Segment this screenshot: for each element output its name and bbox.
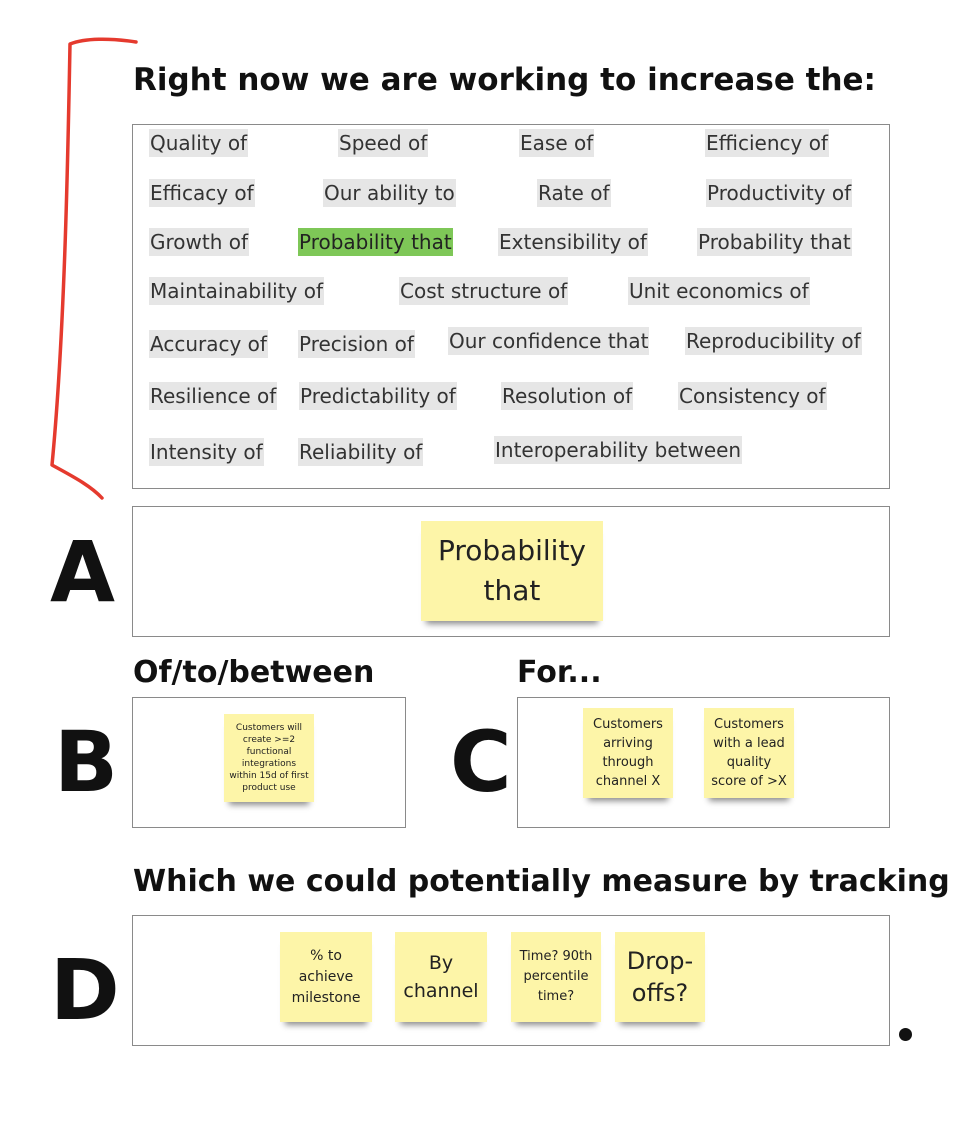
section-d-heading: Which we could potentially measure by tr… <box>133 864 950 899</box>
section-letter-d: D <box>50 941 120 1039</box>
option-chip[interactable]: Efficacy of <box>149 179 255 207</box>
option-chip[interactable]: Reliability of <box>298 438 424 466</box>
option-chip[interactable]: Intensity of <box>149 438 264 466</box>
option-chip[interactable]: Interoperability between <box>494 436 743 464</box>
option-chip[interactable]: Efficiency of <box>705 129 829 157</box>
option-chip[interactable]: Reproducibility of <box>685 327 862 355</box>
section-letter-a: A <box>50 523 116 621</box>
section-letter-b: B <box>54 713 119 811</box>
section-b-heading: Of/to/between <box>133 655 375 690</box>
option-chip[interactable]: Consistency of <box>678 382 827 410</box>
option-chip[interactable]: Resilience of <box>149 382 278 410</box>
option-chip[interactable]: Predictability of <box>299 382 457 410</box>
option-chip-selected[interactable]: Probability that <box>298 228 453 256</box>
option-chip[interactable]: Speed of <box>338 129 429 157</box>
option-chip[interactable]: Productivity of <box>706 179 853 207</box>
option-chip[interactable]: Precision of <box>298 330 415 358</box>
option-chip[interactable]: Probability that <box>697 228 852 256</box>
period-dot <box>899 1028 912 1041</box>
option-chip[interactable]: Growth of <box>149 228 250 256</box>
sticky-note[interactable]: % to achieve milestone <box>280 932 372 1022</box>
section-c-heading: For... <box>517 655 602 690</box>
option-chip[interactable]: Unit economics of <box>628 277 810 305</box>
option-chip[interactable]: Rate of <box>537 179 611 207</box>
sticky-note[interactable]: Customers with a lead quality score of >… <box>704 708 794 798</box>
sticky-note[interactable]: By channel <box>395 932 487 1022</box>
page-title: Right now we are working to increase the… <box>133 62 876 98</box>
option-chip[interactable]: Cost structure of <box>399 277 569 305</box>
sticky-note[interactable]: Customers arriving through channel X <box>583 708 673 798</box>
sticky-note[interactable]: Time? 90th percentile time? <box>511 932 601 1022</box>
section-letter-c: C <box>450 713 512 811</box>
options-frame: Quality of Speed of Ease of Efficiency o… <box>132 124 890 489</box>
sticky-note[interactable]: Customers will create >=2 functional int… <box>224 714 314 802</box>
red-bracket-annotation <box>50 37 138 500</box>
section-d-frame: % to achieve milestone By channel Time? … <box>132 915 890 1046</box>
option-chip[interactable]: Accuracy of <box>149 330 268 358</box>
section-b-frame: Customers will create >=2 functional int… <box>132 697 406 828</box>
option-chip[interactable]: Extensibility of <box>498 228 648 256</box>
option-chip[interactable]: Quality of <box>149 129 249 157</box>
option-chip[interactable]: Ease of <box>519 129 595 157</box>
option-chip[interactable]: Our confidence that <box>448 327 650 355</box>
option-chip[interactable]: Resolution of <box>501 382 634 410</box>
sticky-note[interactable]: Probability that <box>421 521 603 621</box>
option-chip[interactable]: Maintainability of <box>149 277 325 305</box>
option-chip[interactable]: Our ability to <box>323 179 456 207</box>
section-a-frame: Probability that <box>132 506 890 637</box>
section-c-frame: Customers arriving through channel X Cus… <box>517 697 890 828</box>
sticky-note[interactable]: Drop- offs? <box>615 932 705 1022</box>
